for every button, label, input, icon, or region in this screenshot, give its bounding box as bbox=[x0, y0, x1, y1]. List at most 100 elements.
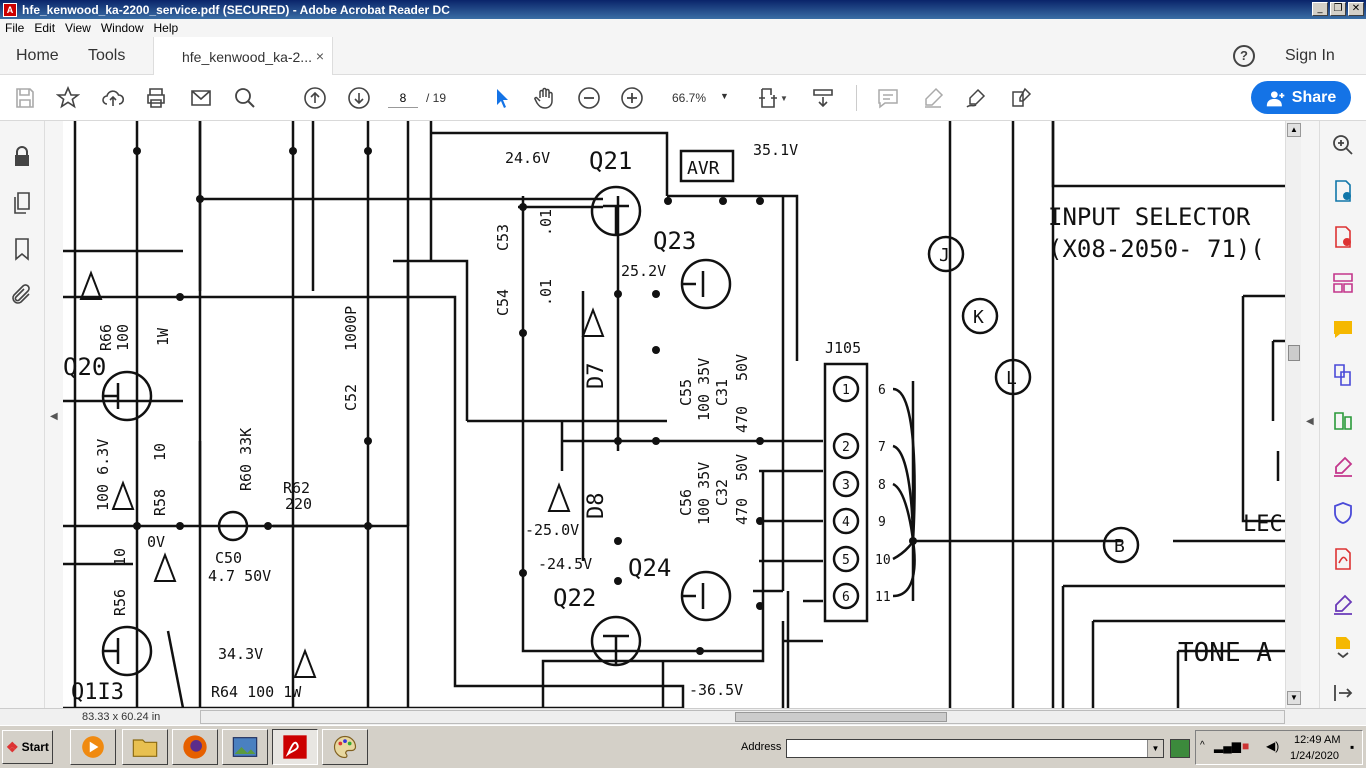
acrobat-app-icon: A bbox=[3, 2, 17, 17]
menu-window[interactable]: Window bbox=[100, 21, 144, 35]
vertical-scroll-thumb[interactable] bbox=[1288, 345, 1300, 361]
combine-files-icon[interactable] bbox=[1331, 363, 1355, 387]
label-v365: -36.5V bbox=[689, 681, 743, 699]
attachment-icon[interactable] bbox=[10, 283, 34, 307]
more-tools-icon[interactable] bbox=[1331, 635, 1355, 659]
comment-icon[interactable] bbox=[875, 85, 901, 111]
hand-tool-icon[interactable] bbox=[532, 85, 558, 111]
horizontal-scrollbar[interactable] bbox=[200, 710, 1285, 724]
menu-view[interactable]: View bbox=[65, 21, 91, 35]
pin-3: 3 bbox=[842, 478, 850, 493]
highlight-pen-icon[interactable] bbox=[920, 85, 946, 111]
select-cursor-icon[interactable] bbox=[489, 85, 515, 111]
tray-expand-icon[interactable]: ^ bbox=[1200, 740, 1205, 751]
scroll-mode-icon[interactable] bbox=[810, 85, 836, 111]
address-input[interactable]: ▼ bbox=[786, 739, 1164, 758]
firefox-button[interactable] bbox=[172, 729, 218, 765]
right-panel-toggle[interactable]: ◀ bbox=[1301, 121, 1319, 708]
email-icon[interactable] bbox=[188, 85, 214, 111]
notification-icon[interactable]: ▪ bbox=[1350, 740, 1355, 754]
taskbar: ❖ Start Address ▼ ^ ▂▄▆ ■ ◀) 12:49 AM 1/… bbox=[0, 725, 1366, 768]
export-pdf-icon[interactable] bbox=[1331, 179, 1355, 203]
label-v246: 24.6V bbox=[505, 149, 550, 167]
paint-button[interactable] bbox=[322, 729, 368, 765]
label-c31: C31 bbox=[713, 379, 731, 406]
menu-file[interactable]: File bbox=[5, 21, 25, 35]
menu-edit[interactable]: Edit bbox=[34, 21, 56, 35]
pin-r-9: 9 bbox=[878, 515, 886, 530]
address-label: Address bbox=[741, 741, 782, 753]
bookmark-icon[interactable] bbox=[10, 237, 34, 261]
sign-in-link[interactable]: Sign In bbox=[1285, 47, 1335, 64]
zoom-in-icon[interactable] bbox=[619, 85, 645, 111]
fill-sign-icon[interactable] bbox=[1008, 85, 1034, 111]
lock-icon[interactable] bbox=[10, 145, 34, 169]
search-enhance-icon[interactable] bbox=[1331, 133, 1355, 157]
scroll-down-icon[interactable]: ▼ bbox=[1287, 691, 1301, 705]
go-button[interactable] bbox=[1170, 739, 1190, 758]
start-button[interactable]: ❖ Start bbox=[2, 730, 53, 764]
print-icon[interactable] bbox=[143, 85, 169, 111]
system-tray: ^ ▂▄▆ ■ ◀) bbox=[1195, 730, 1363, 765]
zoom-dropdown[interactable]: 66.7% ▼ bbox=[664, 89, 734, 109]
organize-pages-icon[interactable] bbox=[1331, 271, 1355, 295]
page-thumbnails-icon[interactable] bbox=[10, 191, 34, 215]
tab-home[interactable]: Home bbox=[16, 47, 59, 64]
fit-page-icon[interactable] bbox=[755, 85, 781, 111]
minimize-button[interactable]: _ bbox=[1312, 2, 1328, 16]
pin-2: 2 bbox=[842, 440, 850, 455]
label-c52: C52 bbox=[342, 384, 360, 411]
send-signature-icon[interactable] bbox=[1331, 593, 1355, 617]
collapse-panel-icon[interactable] bbox=[1331, 681, 1355, 705]
media-player-button[interactable] bbox=[70, 729, 116, 765]
scroll-up-icon[interactable]: ▲ bbox=[1287, 123, 1301, 137]
next-page-icon[interactable] bbox=[346, 85, 372, 111]
label-c54: C54 bbox=[494, 289, 512, 316]
tab-tools[interactable]: Tools bbox=[88, 47, 126, 64]
comment-tool-icon[interactable] bbox=[1331, 317, 1355, 341]
upload-cloud-icon[interactable] bbox=[100, 85, 126, 111]
clock-date: 1/24/2020 bbox=[1290, 750, 1339, 762]
label-r62v: 220 bbox=[285, 495, 312, 513]
label-c53v: .01 bbox=[537, 209, 555, 236]
previous-page-icon[interactable] bbox=[302, 85, 328, 111]
label-d8: D8 bbox=[584, 493, 609, 520]
share-button[interactable]: Share bbox=[1251, 81, 1351, 114]
volume-icon[interactable]: ◀) bbox=[1266, 739, 1280, 753]
bookmark-star-icon[interactable] bbox=[55, 85, 81, 111]
document-view[interactable]: 24.6V Q21 AVR 35.1V Q23 25.2V C53 .01 C5… bbox=[63, 121, 1285, 708]
compress-pdf-icon[interactable] bbox=[1331, 409, 1355, 433]
acrobat-pdf-icon[interactable] bbox=[1331, 547, 1355, 571]
protect-shield-icon[interactable] bbox=[1331, 501, 1355, 525]
acrobat-taskbar-button[interactable] bbox=[272, 729, 318, 765]
sign-pen-icon[interactable] bbox=[963, 85, 989, 111]
vertical-scrollbar[interactable]: ▲ ▼ bbox=[1285, 121, 1301, 708]
help-icon[interactable]: ? bbox=[1233, 45, 1255, 67]
close-tab-icon[interactable]: × bbox=[315, 48, 324, 64]
signal-icon[interactable]: ▂▄▆ bbox=[1214, 739, 1241, 753]
create-pdf-icon[interactable] bbox=[1331, 225, 1355, 249]
left-panel-toggle[interactable]: ◀ bbox=[45, 121, 63, 708]
security-icon[interactable]: ■ bbox=[1242, 739, 1250, 753]
address-dropdown-icon[interactable]: ▼ bbox=[1147, 740, 1163, 757]
close-window-button[interactable]: ✕ bbox=[1348, 2, 1364, 16]
file-explorer-button[interactable] bbox=[122, 729, 168, 765]
label-r60: R60 33K bbox=[237, 428, 255, 491]
fill-sign-tool-icon[interactable] bbox=[1331, 455, 1355, 479]
tab-document[interactable]: hfe_kenwood_ka-2... × bbox=[153, 37, 333, 75]
status-bar: 83.33 x 60.24 in bbox=[0, 708, 1366, 725]
zoom-out-icon[interactable] bbox=[576, 85, 602, 111]
pin-r-6: 6 bbox=[878, 383, 886, 398]
picture-viewer-button[interactable] bbox=[222, 729, 268, 765]
pin-r-10: 10 bbox=[875, 553, 891, 568]
search-icon[interactable] bbox=[232, 85, 258, 111]
menu-help[interactable]: Help bbox=[153, 21, 179, 35]
save-icon[interactable] bbox=[12, 85, 38, 111]
page-number-input[interactable] bbox=[388, 88, 418, 108]
label-c32w: 50V bbox=[733, 454, 751, 481]
label-c31w: 50V bbox=[733, 354, 751, 381]
label-conn-j: J bbox=[939, 245, 950, 266]
horizontal-scroll-thumb[interactable] bbox=[735, 712, 947, 722]
restore-button[interactable]: ❐ bbox=[1330, 2, 1346, 16]
pin-5: 5 bbox=[842, 553, 850, 568]
